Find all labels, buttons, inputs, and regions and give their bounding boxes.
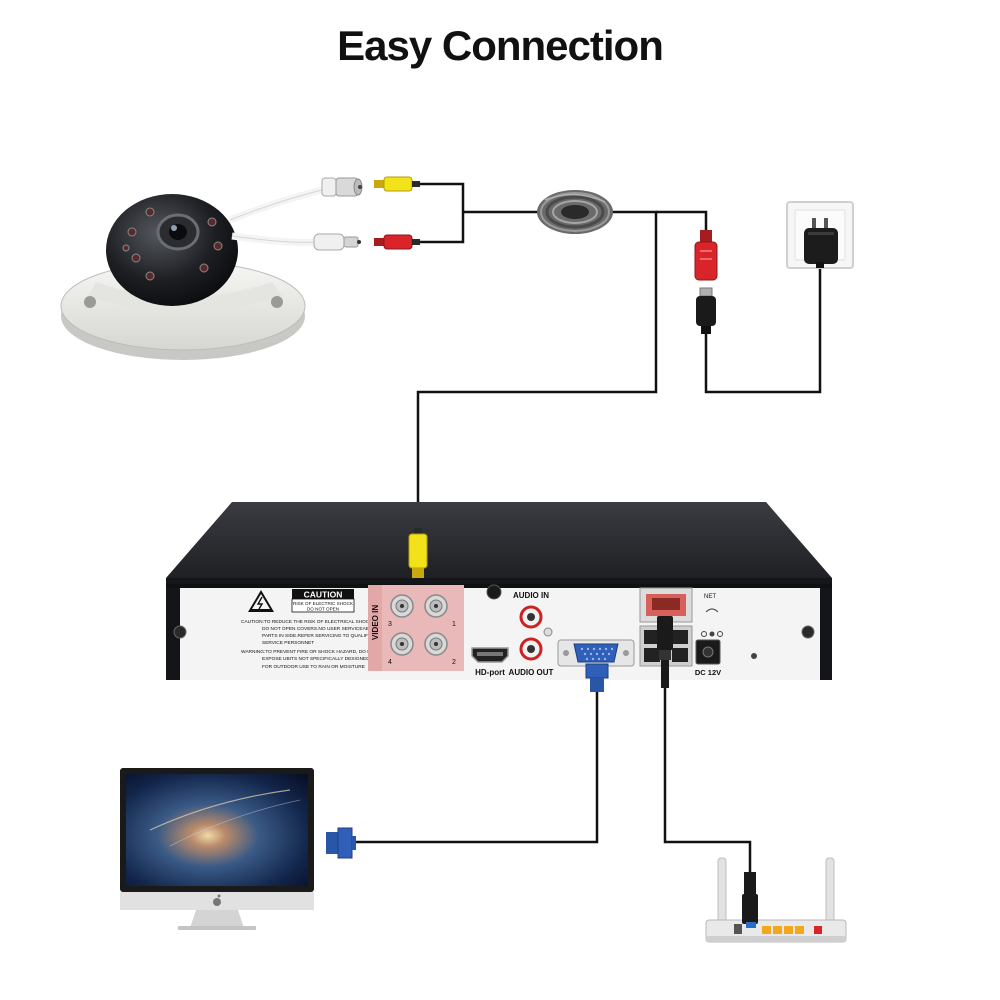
camera-cable-power <box>231 232 319 246</box>
dc-jack-icon <box>313 233 361 251</box>
rca-yellow-plug-icon <box>374 176 420 192</box>
wire-cable-to-power <box>656 210 708 232</box>
hd-port-icon <box>471 647 509 663</box>
bnc-connector-icon <box>321 177 363 197</box>
vga-port-icon <box>557 639 635 667</box>
power-adapter-icon <box>804 228 838 268</box>
wire-vga <box>355 692 599 844</box>
caution-heading: CAUTION <box>304 590 343 600</box>
apple-logo-icon <box>213 894 221 906</box>
bnc-port-1 <box>424 594 448 618</box>
bnc-port-4 <box>390 632 414 656</box>
router-lan-ports-icon <box>762 926 804 934</box>
vga-plug-icon <box>585 663 609 692</box>
ethernet-plug-icon <box>657 616 673 688</box>
risk-line-1: RISK OF ELECTRIC SHOCK <box>293 601 354 606</box>
dome-camera <box>60 177 363 360</box>
coiled-cable-icon <box>537 190 613 234</box>
audio-out-label: AUDIO OUT <box>509 668 554 677</box>
wire-cable-to-dvr <box>416 210 658 530</box>
warning-text-1: CAUTION:TO REDUCE THE RISK OF ELECTRICAL… <box>241 619 374 625</box>
dvr-recorder: CAUTION RISK OF ELECTRIC SHOCK DO NOT OP… <box>166 502 832 692</box>
camera-cable-video <box>228 184 331 224</box>
audio-out-port-icon <box>519 637 543 661</box>
warning-text-7: FOR OUTDOOR USE TO RAIN OR MOISTURE <box>262 664 365 670</box>
wire-power-to-adapter <box>704 265 822 394</box>
network-router <box>705 857 847 943</box>
channel-label-3: 3 <box>388 621 392 628</box>
wiring <box>355 182 822 872</box>
wire-ethernet <box>663 688 752 872</box>
warning-text-3: PARTS IN SIDE.REFER SERVICING TO QUALIFI… <box>262 633 376 639</box>
warning-label: CAUTION RISK OF ELECTRIC SHOCK DO NOT OP… <box>241 589 377 670</box>
audio-in-port-icon <box>519 605 543 629</box>
audio-in-label: AUDIO IN <box>513 591 549 600</box>
diagram-title: Easy Connection <box>337 22 664 69</box>
router-ethernet-plug-icon <box>742 872 758 928</box>
channel-label-4: 4 <box>388 659 392 666</box>
warning-text-6: EXPOSE UBITS NOT SPECIFICALLY DESIGNED <box>262 656 370 662</box>
dc-power-port-icon <box>695 639 721 665</box>
wire-camera-video <box>420 182 465 244</box>
rca-plug-in-dvr-icon <box>408 528 428 578</box>
warning-text-2: DO NOT OPEN COVERS.NO USER SERVICEABLE <box>262 626 375 632</box>
hd-port-label: HD-port <box>475 668 505 677</box>
red-dc-plug-icon <box>374 234 420 250</box>
bnc-port-3 <box>390 594 414 618</box>
warning-text-4: SERVICE PERSONNET <box>262 640 314 646</box>
monitor-vga-plug-icon <box>326 827 356 859</box>
monitor-display <box>120 768 356 930</box>
channel-label-2: 2 <box>452 659 456 666</box>
bnc-port-2 <box>424 632 448 656</box>
channel-label-1: 1 <box>452 621 456 628</box>
warning-text-5: WARNING:TO PREVENT FIRE OR SHOCK HAZARD,… <box>241 649 377 655</box>
net-label: NET <box>704 594 716 600</box>
video-in-label: VIDEO IN <box>371 605 380 640</box>
video-in-panel: VIDEO IN 3 1 4 <box>368 585 464 671</box>
wall-socket-icon <box>786 201 854 269</box>
dc-label: DC 12V <box>695 668 721 677</box>
power-connector-pair-icon <box>694 230 718 334</box>
risk-line-2: DO NOT OPEN <box>307 607 339 612</box>
